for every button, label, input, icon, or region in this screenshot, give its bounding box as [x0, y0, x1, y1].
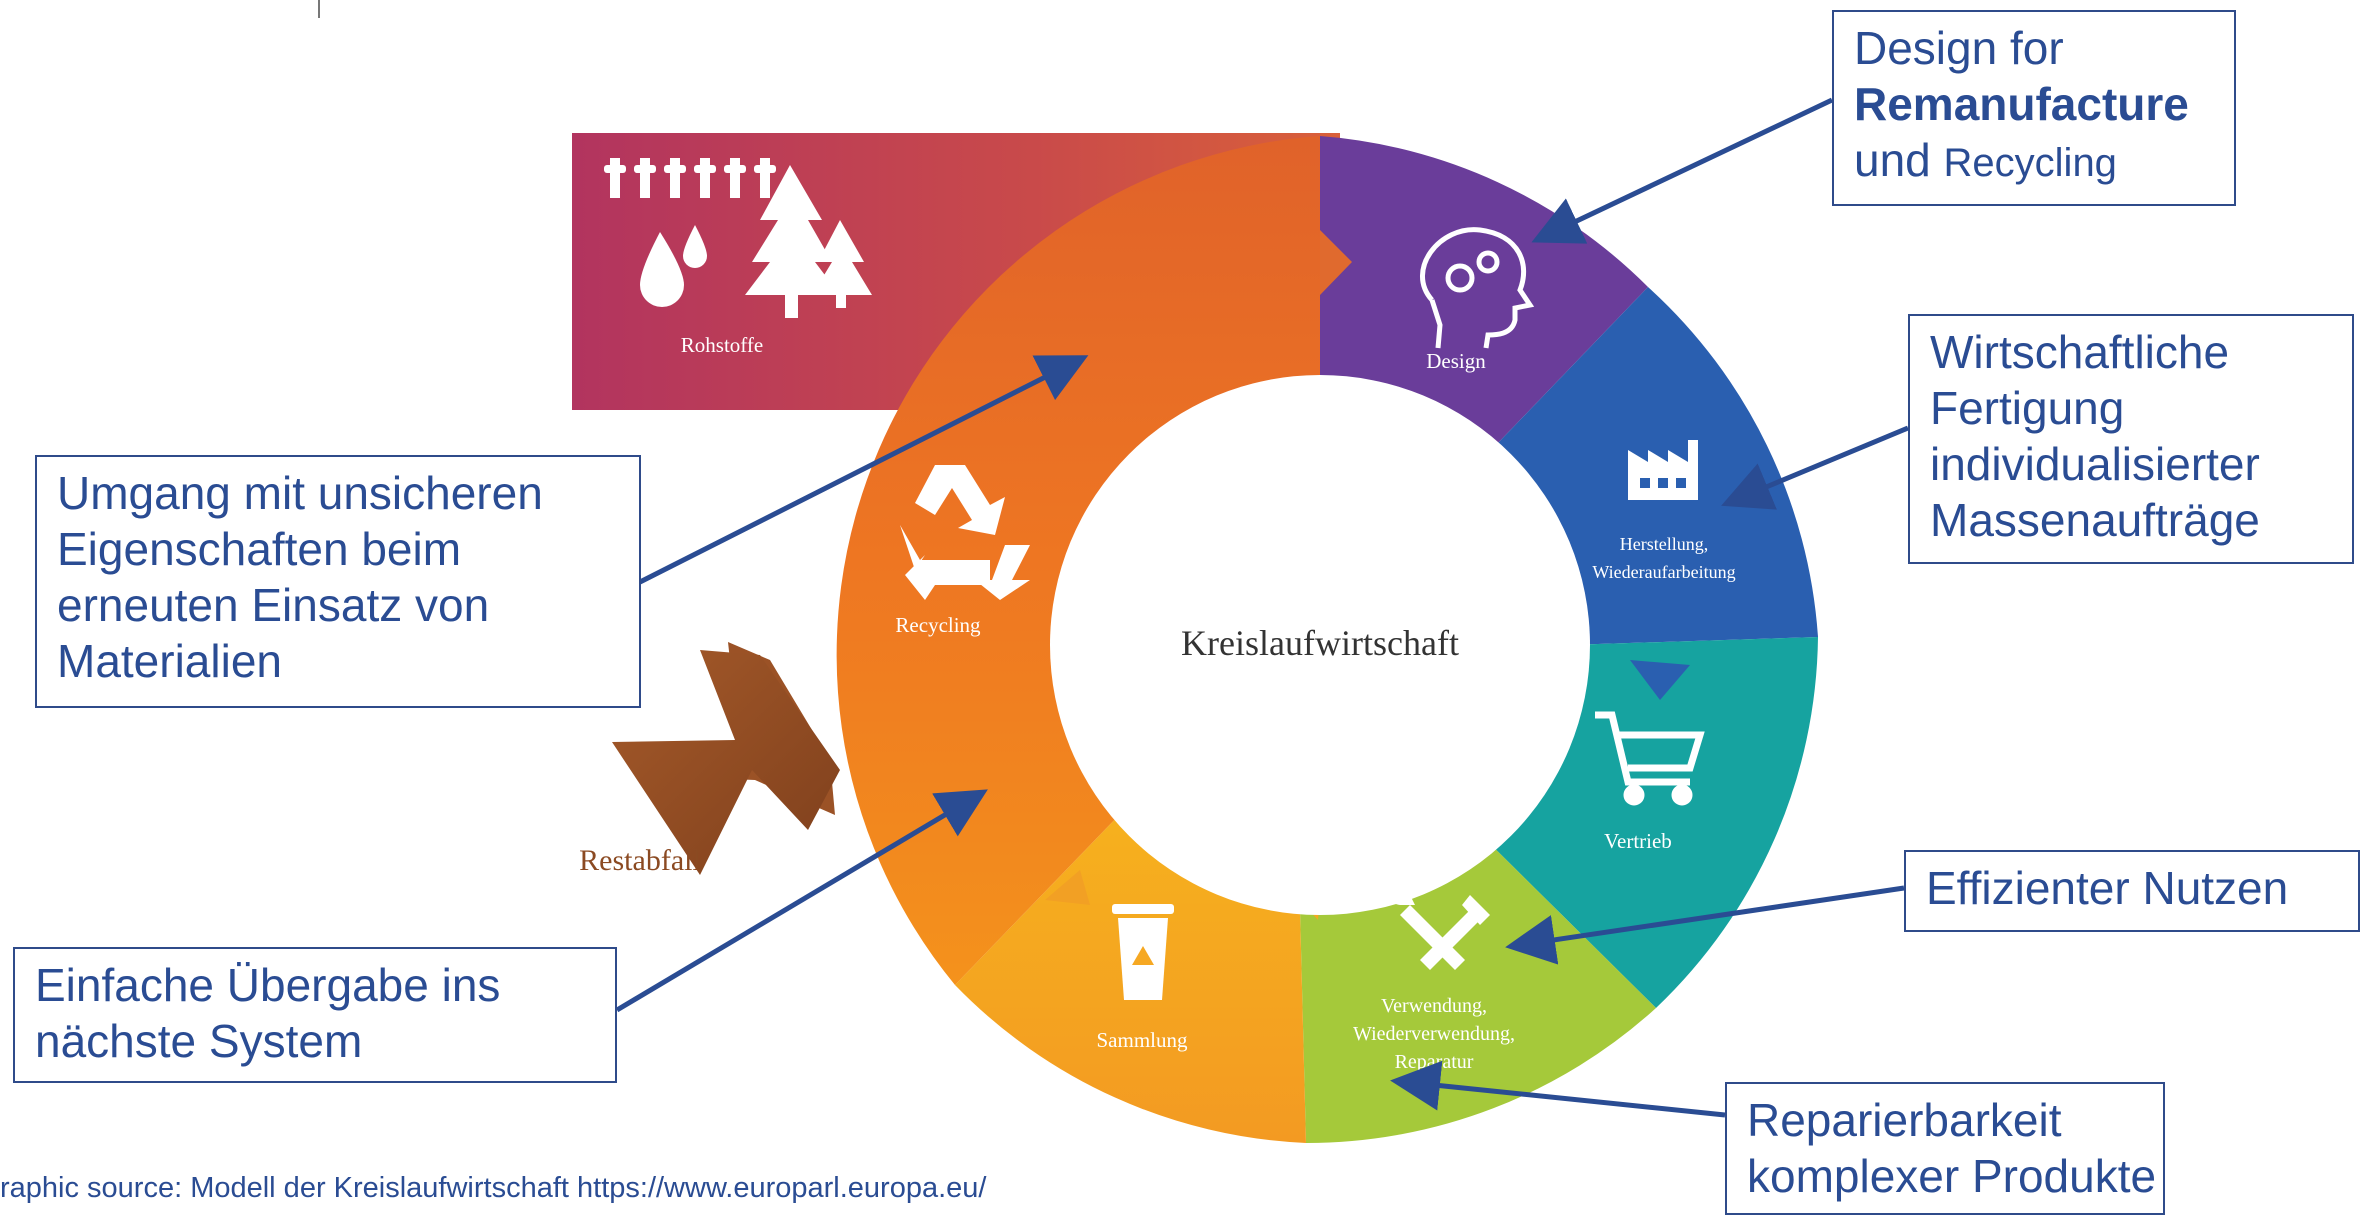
factory-icon	[1628, 440, 1698, 500]
center-circle	[1050, 375, 1590, 915]
segment-design	[1320, 136, 1648, 469]
restabfall-arrow	[612, 642, 840, 875]
callout-design-line2: Remanufacture	[1854, 78, 2189, 130]
label-restabfall: Restabfall	[579, 844, 701, 877]
callout-uebergabe: Einfache Übergabe ins nächste System	[13, 947, 617, 1083]
callout-fertigung: Wirtschaftliche Fertigung individualisie…	[1908, 314, 2354, 564]
callout-umgang-line3: erneuten Einsatz von	[57, 579, 490, 631]
arrow-nutzen	[1505, 885, 1905, 965]
label-verwendung-3: Reparatur	[1395, 1051, 1474, 1073]
callout-nutzen: Effizienter Nutzen	[1904, 850, 2360, 932]
water-drops-icon	[640, 225, 707, 307]
wheat-icon	[604, 158, 776, 198]
callout-design: Design for Remanufacture und Recycling	[1832, 10, 2236, 206]
callout-reparierbarkeit-line2: komplexer Produkte	[1747, 1150, 2157, 1202]
callout-arrows	[615, 97, 1909, 1118]
callout-fertigung-line3: individualisierter	[1930, 438, 2260, 490]
callout-uebergabe-line1: Einfache Übergabe ins	[35, 959, 501, 1011]
callout-reparierbarkeit-line1: Reparierbarkeit	[1747, 1094, 2062, 1146]
label-rohstoffe: Rohstoffe	[681, 333, 763, 357]
arrow-fertigung	[1721, 425, 1909, 510]
callout-umgang-line1: Umgang mit unsicheren	[57, 467, 543, 519]
shopping-cart-icon	[1595, 711, 1705, 806]
label-design: Design	[1426, 349, 1486, 373]
trees-icon	[745, 165, 872, 318]
callout-design-line3b: Recycling	[1943, 141, 2117, 185]
callout-fertigung-line4: Massenaufträge	[1930, 494, 2260, 546]
callout-umgang-line4: Materialien	[57, 635, 282, 687]
corner-tick	[318, 0, 320, 18]
callout-umgang: Umgang mit unsicheren Eigenschaften beim…	[35, 455, 641, 708]
label-verwendung-1: Verwendung,	[1381, 995, 1487, 1017]
recycle-bin-icon	[1112, 904, 1174, 1000]
graphic-source-caption: raphic source: Modell der Kreislaufwirts…	[0, 1172, 987, 1204]
label-verwendung-2: Wiederverwendung,	[1353, 1023, 1515, 1045]
label-vertrieb: Vertrieb	[1604, 829, 1672, 853]
callout-design-line3: und Recycling	[1854, 132, 2214, 191]
callout-uebergabe-line2: nächste System	[35, 1015, 363, 1067]
recycle-arrows-icon	[900, 465, 1030, 600]
arrow-design	[1531, 97, 1834, 244]
head-gears-icon	[1419, 227, 1535, 349]
callout-reparierbarkeit: Reparierbarkeit komplexer Produkte	[1725, 1082, 2165, 1215]
wrench-tools-icon	[1384, 869, 1490, 970]
label-recycling: Recycling	[895, 613, 981, 637]
callout-fertigung-line1: Wirtschaftliche	[1930, 326, 2230, 378]
callout-umgang-line2: Eigenschaften beim	[57, 523, 462, 575]
callout-nutzen-line1: Effizienter Nutzen	[1926, 862, 2289, 914]
label-sammlung: Sammlung	[1096, 1028, 1188, 1052]
callout-design-line1: Design for	[1854, 22, 2064, 74]
center-label: Kreislaufwirtschaft	[1181, 623, 1459, 663]
label-herstellung-1: Herstellung,	[1620, 534, 1708, 554]
callout-design-line3a: und	[1854, 134, 1944, 186]
callout-fertigung-line2: Fertigung	[1930, 382, 2125, 434]
label-herstellung-2: Wiederaufarbeitung	[1592, 562, 1735, 582]
arrow-uebergabe	[615, 789, 988, 1013]
arrow-reparierbarkeit	[1390, 1060, 1726, 1118]
arrow-umgang	[638, 355, 1089, 585]
